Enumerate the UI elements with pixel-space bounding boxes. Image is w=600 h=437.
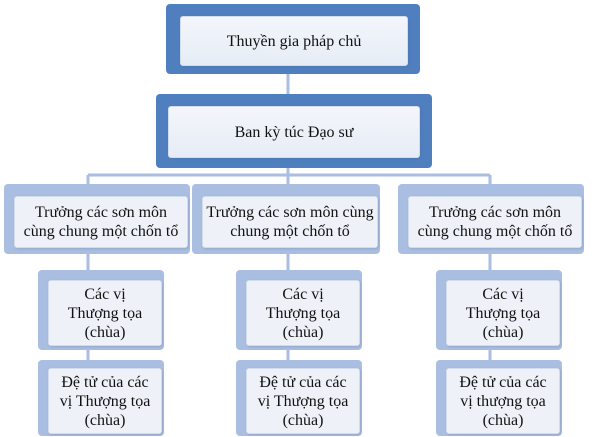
node-col2-elders: Các vị Thượng tọa (chùa) [236, 270, 362, 350]
node-col1-elders-line3: (chùa) [84, 323, 126, 341]
node-col3-elders-line1: Các vị [482, 285, 524, 303]
node-col1-elders-line2: Thượng tọa [67, 304, 143, 322]
node-col3-disciples-line3: (chùa) [482, 411, 524, 429]
node-col2-elders-line1: Các vị [282, 285, 324, 303]
node-col2-head-box: Trưởng các sơn môn cùng chung một chốn t… [202, 196, 378, 248]
node-root-label: Thuyền gia pháp chủ [226, 32, 362, 50]
node-col1-disciples-line1: Đệ tử của các [61, 373, 149, 391]
node-col2-head-line1: Trưởng các sơn môn cùng [206, 204, 374, 221]
node-col3-disciples-line1: Đệ tử của các [459, 373, 547, 391]
node-council-label: Ban kỳ túc Đạo sư [234, 123, 354, 141]
node-col2-disciples-line2: vị Thượng tọa [257, 392, 349, 410]
node-col3-elders-line3: (chùa) [482, 323, 524, 341]
node-col1-head-line1: Trưởng các sơn môn [34, 204, 168, 221]
node-col2-disciples-box: Đệ tử của các vị Thượng tọa (chùa) [246, 368, 360, 434]
node-col3-elders-box: Các vị Thượng tọa (chùa) [446, 280, 560, 346]
node-col1-elders-line1: Các vị [84, 285, 126, 303]
node-council-box: Ban kỳ túc Đạo sư [168, 106, 420, 158]
node-col1-head-line2: cùng chung một chốn tổ [23, 223, 179, 240]
node-col3-disciples-line2: vị thượng tọa [460, 392, 546, 410]
node-col3-elders-line2: Thượng tọa [465, 304, 541, 322]
node-col3-head-box: Trưởng các sơn môn cùng chung một chốn t… [408, 196, 582, 248]
node-col2-disciples-line1: Đệ tử của các [259, 373, 347, 391]
node-root-box: Thuyền gia pháp chủ [180, 16, 408, 66]
node-col3-head-line2: cùng chung một chốn tổ [417, 223, 573, 240]
node-col1-disciples-line2: vị Thượng tọa [59, 392, 151, 410]
node-col3-head: Trưởng các sơn môn cùng chung một chốn t… [398, 184, 584, 254]
node-col2-disciples: Đệ tử của các vị Thượng tọa (chùa) [236, 360, 362, 436]
node-col2-head-line2: chung một chốn tổ [230, 223, 350, 240]
node-col1-disciples-box: Đệ tử của các vị Thượng tọa (chùa) [48, 368, 162, 434]
node-col1-head-box: Trưởng các sơn môn cùng chung một chốn t… [14, 196, 188, 248]
node-council: Ban kỳ túc Đạo sư [156, 94, 432, 168]
node-col1-disciples-line3: (chùa) [84, 411, 126, 429]
node-col2-elders-box: Các vị Thượng tọa (chùa) [246, 280, 360, 346]
node-col2-elders-line3: (chùa) [282, 323, 324, 341]
node-col3-elders: Các vị Thượng tọa (chùa) [436, 270, 562, 350]
node-col3-disciples-box: Đệ tử của các vị thượng tọa (chùa) [446, 368, 560, 434]
node-root: Thuyền gia pháp chủ [166, 4, 420, 74]
node-col2-disciples-line3: (chùa) [282, 411, 324, 429]
node-col2-elders-line2: Thượng tọa [265, 304, 341, 322]
node-col1-disciples: Đệ tử của các vị Thượng tọa (chùa) [38, 360, 164, 436]
node-col1-elders: Các vị Thượng tọa (chùa) [38, 270, 164, 350]
node-col2-head: Trưởng các sơn môn cùng chung một chốn t… [192, 184, 380, 254]
node-col3-disciples: Đệ tử của các vị thượng tọa (chùa) [436, 360, 562, 436]
node-col1-head: Trưởng các sơn môn cùng chung một chốn t… [4, 184, 190, 254]
node-col3-head-line1: Trưởng các sơn môn [428, 204, 562, 221]
node-col1-elders-box: Các vị Thượng tọa (chùa) [48, 280, 162, 346]
